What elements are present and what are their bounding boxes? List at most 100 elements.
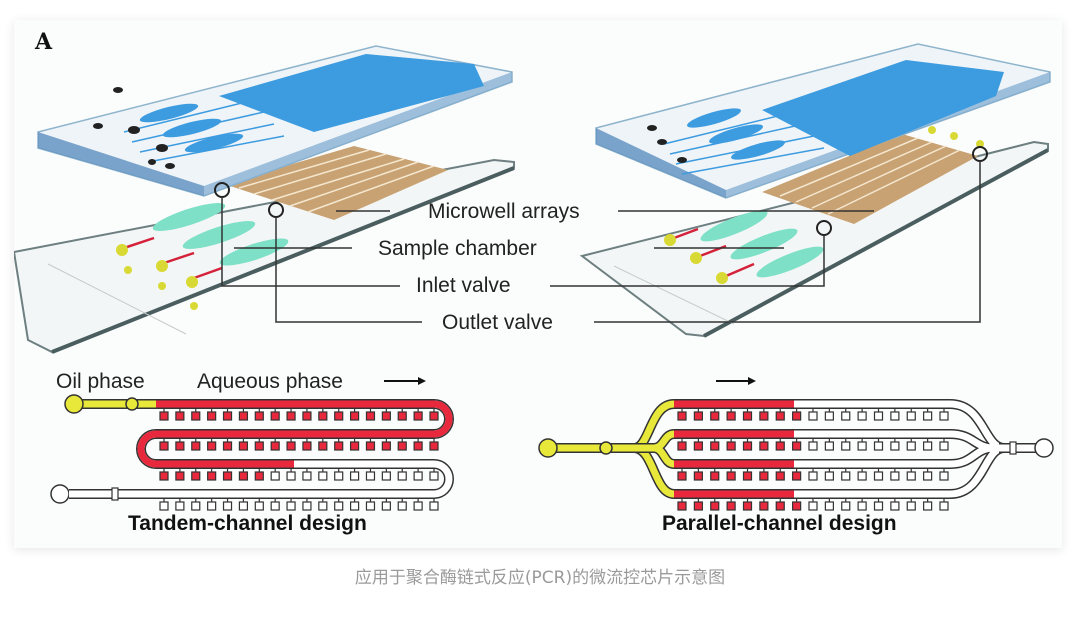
microwell xyxy=(939,471,949,481)
right-chip xyxy=(579,43,1051,338)
microwell xyxy=(270,441,280,451)
label-outlet-valve: Outlet valve xyxy=(442,311,553,334)
microwell xyxy=(939,411,949,421)
microwell xyxy=(693,441,703,451)
tandem-channel-diagram xyxy=(50,394,454,511)
microwell xyxy=(302,501,312,511)
oil-filter xyxy=(125,397,139,411)
microwell xyxy=(334,441,344,451)
left-sample-chambers xyxy=(152,203,289,266)
microwell xyxy=(207,441,217,451)
microwell xyxy=(254,501,264,511)
figure-card: A Microwell arrays Sample chamber Inlet … xyxy=(14,20,1062,548)
parallel-oil-filter xyxy=(599,441,613,455)
microwell xyxy=(775,441,785,451)
microwell xyxy=(397,471,407,481)
microwell xyxy=(710,441,720,451)
microwell xyxy=(890,411,900,421)
microwell xyxy=(413,471,423,481)
microwell xyxy=(365,441,376,451)
parallel-oil-inlet-port xyxy=(538,438,558,458)
microwell xyxy=(238,471,249,481)
microwell xyxy=(191,501,201,511)
microwell xyxy=(207,501,217,511)
microwell xyxy=(857,501,867,511)
parallel-outlet-manifold xyxy=(949,400,1005,498)
parallel-channel-diagram xyxy=(538,399,1054,511)
microwell xyxy=(726,471,736,481)
microwell xyxy=(159,501,169,511)
microwell xyxy=(207,411,217,421)
microwell xyxy=(302,411,312,421)
microwell xyxy=(254,411,264,421)
right-blue-channels xyxy=(762,60,1004,156)
microwell xyxy=(270,501,280,511)
microwell xyxy=(302,471,312,481)
microwell xyxy=(906,501,916,511)
microwell xyxy=(808,501,818,511)
microwell xyxy=(175,501,185,511)
microwell xyxy=(775,501,785,511)
microwell xyxy=(759,501,769,511)
microwell xyxy=(792,501,802,511)
microwell xyxy=(222,501,233,511)
microwell xyxy=(841,471,851,481)
microwell xyxy=(693,501,703,511)
microwell xyxy=(808,471,818,481)
microwell xyxy=(873,441,884,451)
microwell xyxy=(413,501,423,511)
microwell xyxy=(841,441,851,451)
microwell xyxy=(349,471,360,481)
microwell xyxy=(349,411,360,421)
microwell xyxy=(923,441,933,451)
microwell xyxy=(334,471,344,481)
microwell xyxy=(857,411,867,421)
microwell xyxy=(759,471,769,481)
microwell xyxy=(775,471,785,481)
microwell xyxy=(742,411,753,421)
oil-inlet-port xyxy=(64,394,84,414)
microwell xyxy=(677,411,687,421)
tandem-aqueous-fill xyxy=(137,400,453,468)
tandem-design-title: Tandem-channel design xyxy=(128,512,367,535)
outlet-valve xyxy=(111,487,119,501)
microwell xyxy=(334,501,344,511)
microwell xyxy=(890,501,900,511)
label-aqueous-phase: Aqueous phase xyxy=(197,370,343,393)
microwell xyxy=(693,471,703,481)
microwell xyxy=(365,471,376,481)
microwell xyxy=(286,501,296,511)
microwell xyxy=(207,471,217,481)
microwell xyxy=(710,411,720,421)
microwell xyxy=(923,411,933,421)
microwell xyxy=(710,501,720,511)
microwell xyxy=(742,441,753,451)
microwell xyxy=(677,471,687,481)
parallel-inlet-manifold xyxy=(633,400,675,498)
microwell xyxy=(381,411,391,421)
microwell xyxy=(710,471,720,481)
panel-label: A xyxy=(35,29,53,55)
microwell xyxy=(873,471,884,481)
microwell xyxy=(397,501,407,511)
microwell xyxy=(857,471,867,481)
microwell xyxy=(429,471,439,481)
microwell xyxy=(254,441,264,451)
figure-artwork xyxy=(14,43,1054,511)
right-sample-chambers xyxy=(700,210,824,278)
microwell xyxy=(175,411,185,421)
microwell xyxy=(238,411,249,421)
microwell xyxy=(159,411,169,421)
microwell xyxy=(726,411,736,421)
microwell xyxy=(286,471,296,481)
left-inlets xyxy=(116,236,223,310)
microwell xyxy=(270,471,280,481)
label-inlet-valve: Inlet valve xyxy=(416,274,511,297)
parallel-outlet-port xyxy=(1034,438,1054,458)
parallel-flow-arrow xyxy=(748,377,756,385)
microwell xyxy=(873,411,884,421)
microwell xyxy=(222,441,233,451)
microwell xyxy=(159,441,169,451)
microwell xyxy=(841,501,851,511)
microwell xyxy=(222,471,233,481)
